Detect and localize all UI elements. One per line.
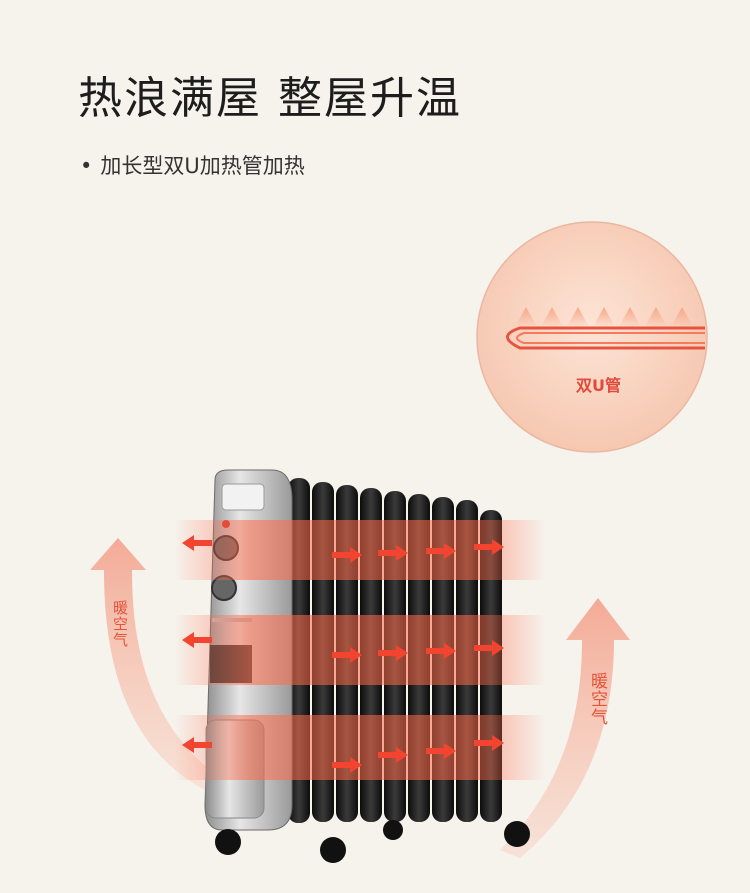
u-tube-callout [476, 221, 708, 453]
heat-arrows-small [516, 307, 692, 327]
warm-air-arrow-right [500, 598, 630, 858]
u-tube-outer [506, 326, 705, 350]
feature-bullet: • 加长型双U加热管加热 [80, 150, 305, 180]
u-tube-label: 双U管 [576, 376, 621, 395]
heat-arrows [182, 535, 504, 773]
callout-circle [476, 221, 708, 453]
warm-air-arrow-left [90, 538, 210, 790]
u-tube-inner [516, 332, 705, 344]
warm-air-label-right: 暖空气 [587, 672, 607, 726]
bullet-dot: • [80, 154, 93, 178]
headline: 热浪满屋 整屋升温 [78, 73, 462, 124]
heater-wheels [215, 820, 530, 863]
warm-air-label-left: 暖空气 [111, 600, 129, 648]
feature-text: 加长型双U加热管加热 [100, 154, 305, 178]
